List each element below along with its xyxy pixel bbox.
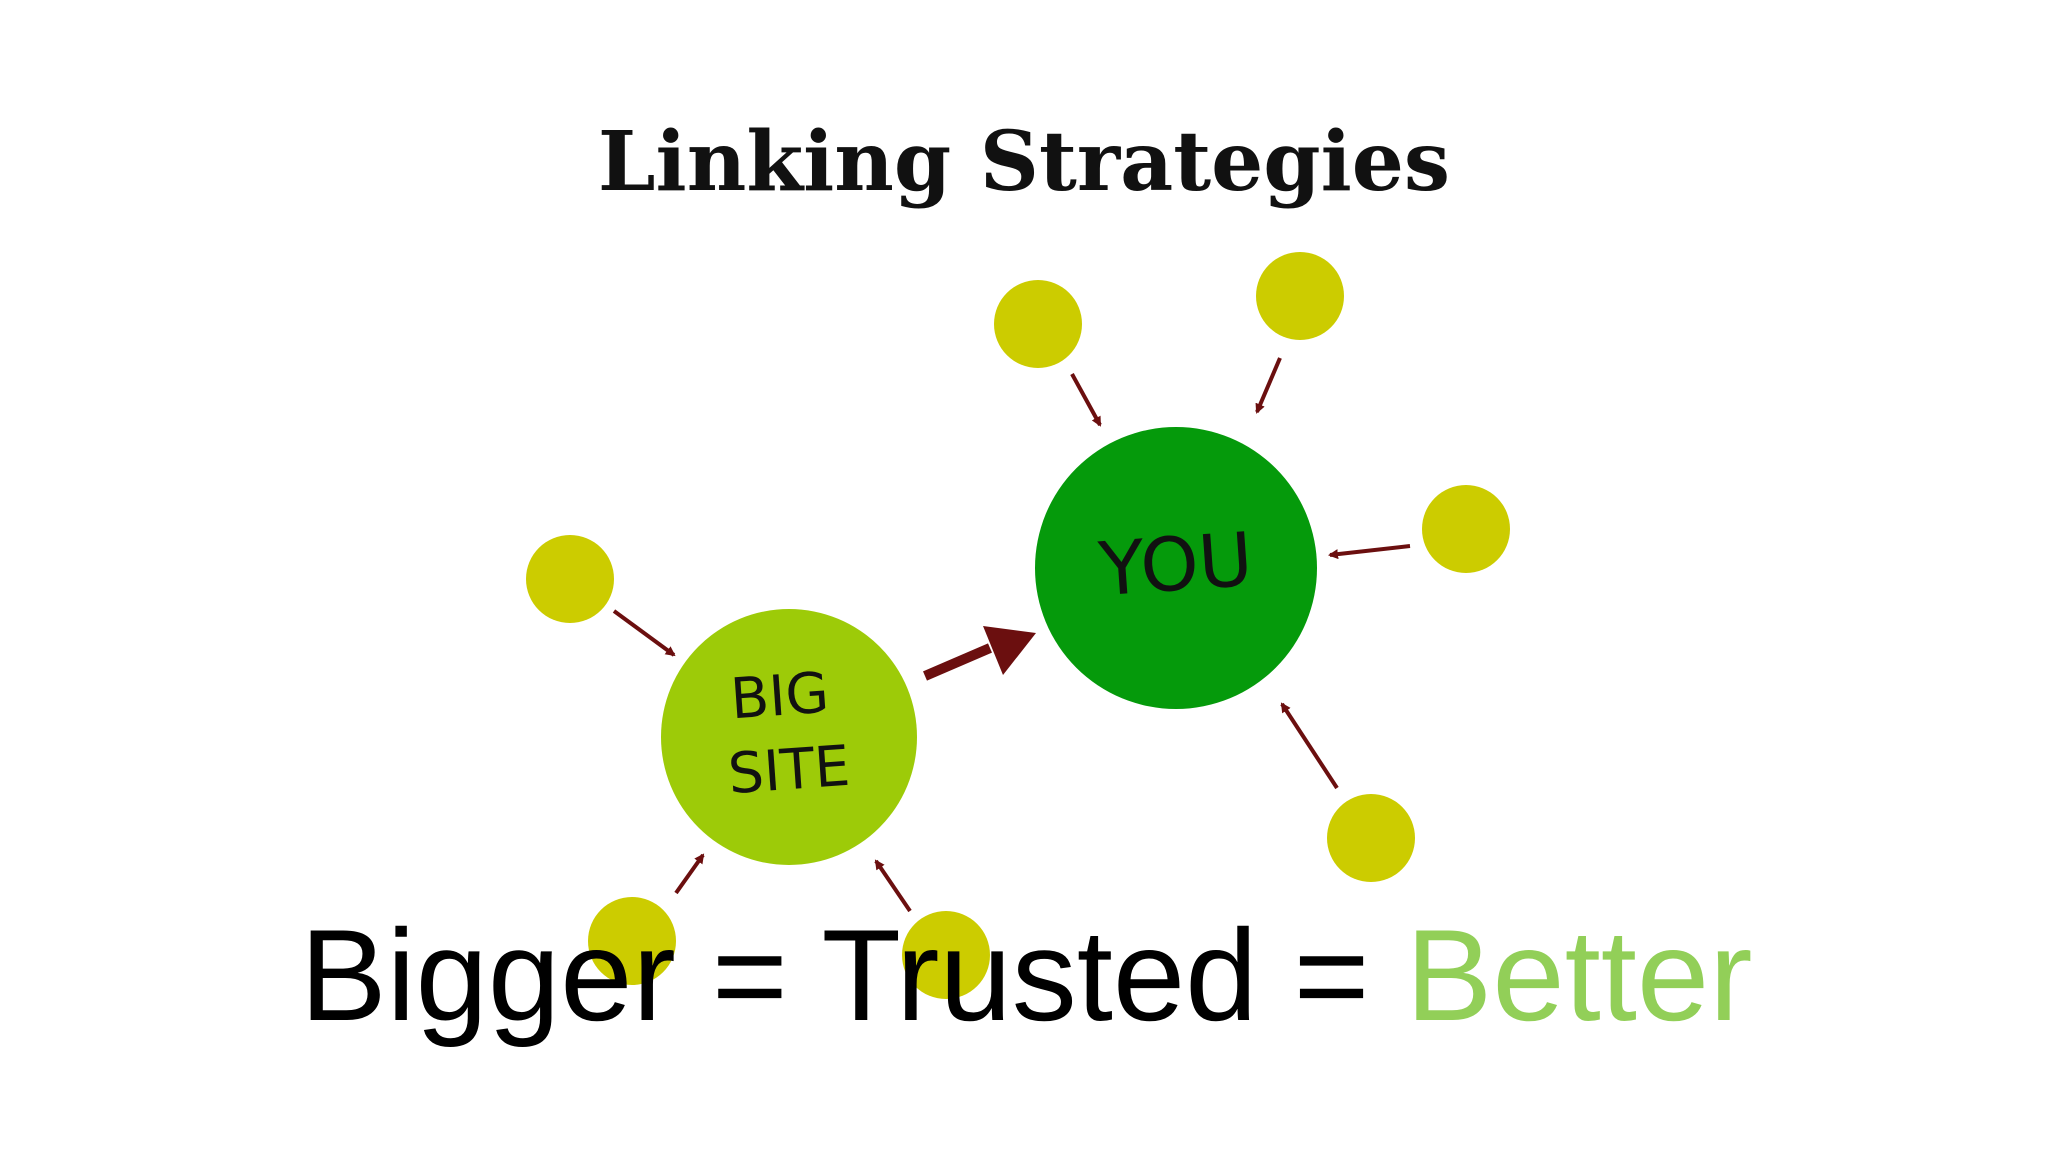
link-arrow xyxy=(1280,702,1339,790)
you-node xyxy=(1035,427,1317,709)
you-label: YOU xyxy=(1095,517,1255,614)
big-site-node xyxy=(661,609,917,865)
tagline-highlight: Better xyxy=(1405,902,1753,1048)
slide-title: Linking Strategies xyxy=(597,114,1451,210)
link-arrow xyxy=(674,853,705,895)
link-arrow xyxy=(612,609,676,657)
link-arrow xyxy=(1255,357,1282,414)
small-node xyxy=(1256,252,1344,340)
small-node xyxy=(1422,485,1510,573)
big-link-arrow xyxy=(923,643,992,681)
link-arrow xyxy=(874,859,912,913)
small-node xyxy=(902,911,990,999)
small-node xyxy=(588,897,676,985)
small-node xyxy=(1327,794,1415,882)
link-arrow xyxy=(1070,373,1102,427)
small-node xyxy=(994,280,1082,368)
small-node xyxy=(526,535,614,623)
tagline-equation: Bigger = Trusted = xyxy=(300,902,1406,1048)
tagline: Bigger = Trusted = Better xyxy=(300,900,1780,1050)
big-site-label-line1: BIG xyxy=(728,661,831,733)
link-arrow xyxy=(1328,544,1411,560)
big-link-arrowhead xyxy=(983,626,1036,675)
big-site-label-line2: SITE xyxy=(726,734,852,807)
